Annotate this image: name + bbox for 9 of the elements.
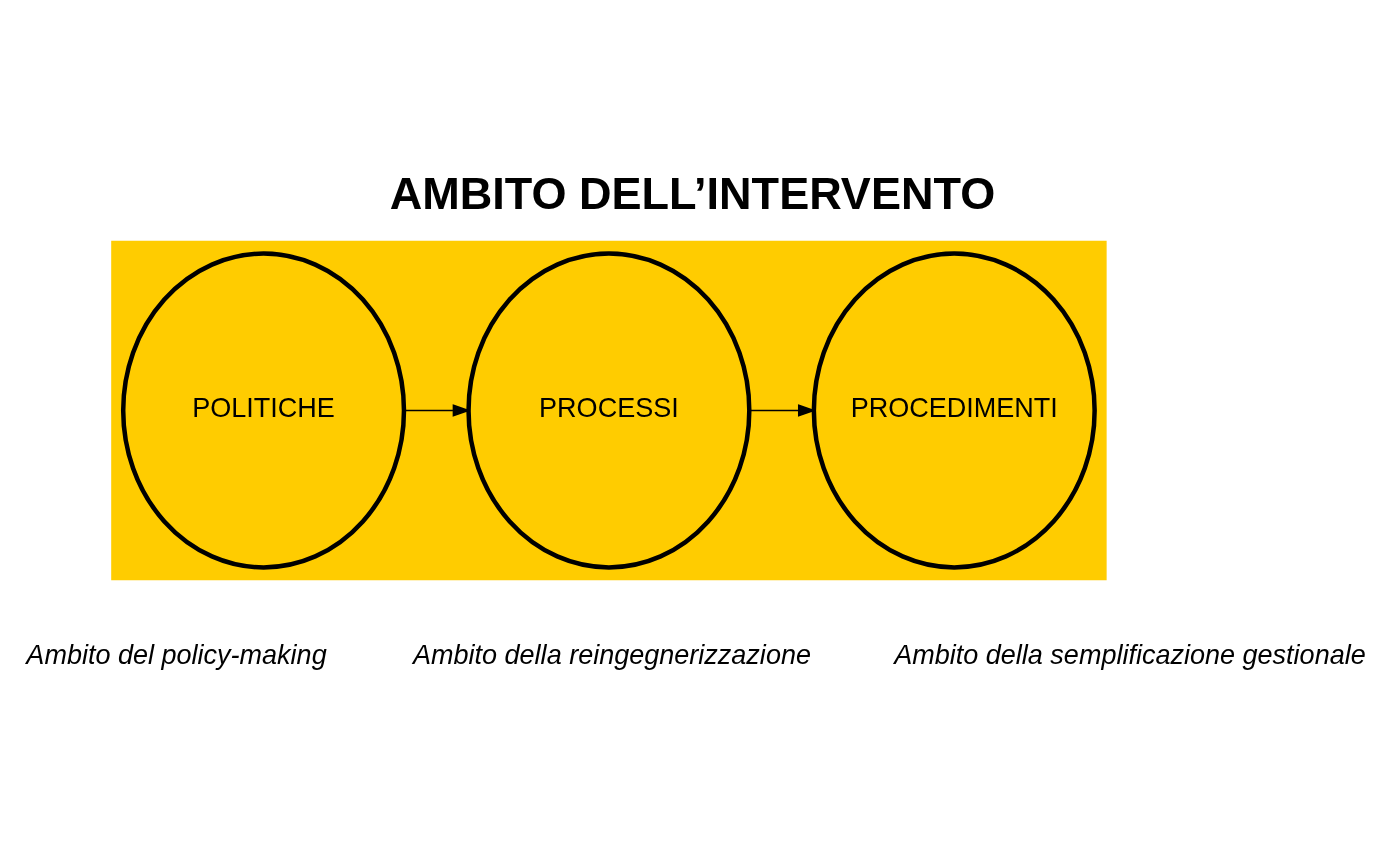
node-ellipse: PROCESSI	[466, 251, 752, 570]
arrow	[403, 404, 471, 417]
node-ellipse: POLITICHE	[120, 251, 407, 570]
node-ellipse: PROCEDIMENTI	[811, 251, 1097, 570]
diagram-title: AMBITO DELL’INTERVENTO	[389, 167, 996, 219]
cluster	[111, 240, 1107, 581]
label: Ambito del policy-making	[26, 640, 327, 671]
label: Ambito della semplificazione gestionale	[894, 640, 1366, 671]
label: Ambito della reingegnerizzazione	[412, 640, 811, 671]
